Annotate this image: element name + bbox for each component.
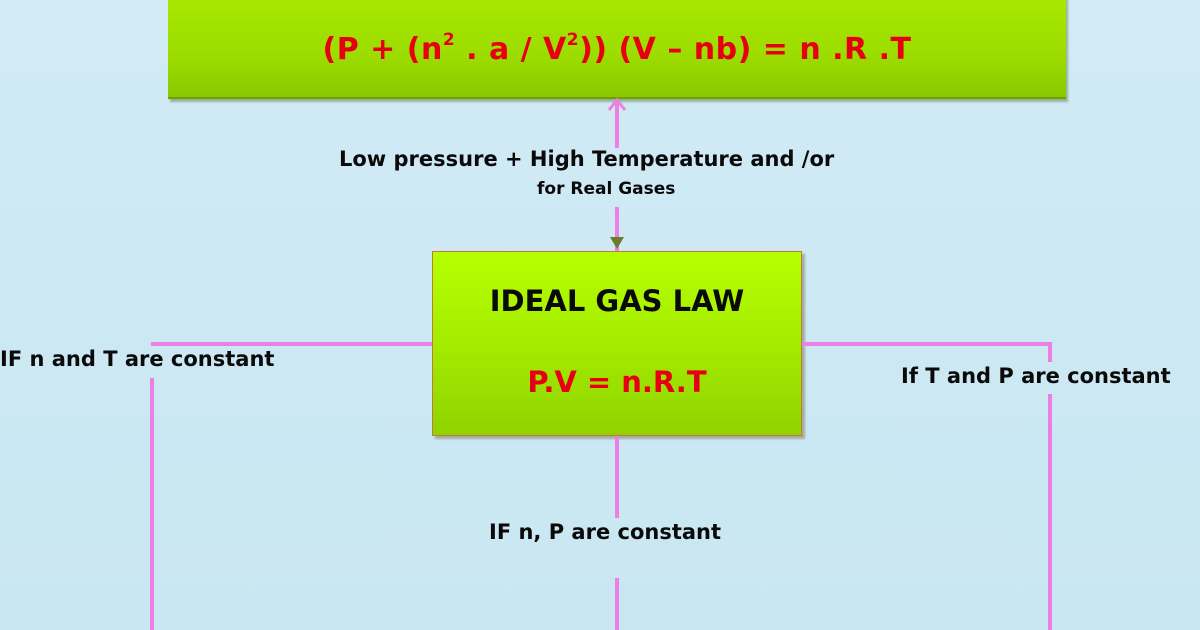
bottom-branch-vertical-lower	[615, 578, 619, 630]
left-branch-label: IF n and T are constant	[0, 347, 275, 371]
ideal-gas-law-title: IDEAL GAS LAW	[489, 284, 745, 318]
equation-part: )) (V – nb) = n .R .T	[579, 32, 912, 67]
van-der-waals-equation: (P + (n2 . a / V2)) (V – nb) = n .R .T	[168, 30, 1066, 67]
right-branch-vertical-upper	[1048, 342, 1052, 362]
real-gas-condition-label: Low pressure + High Temperature and /or	[339, 147, 835, 171]
right-branch-vertical-lower	[1048, 394, 1052, 630]
superscript: 2	[442, 30, 456, 50]
arrow-down-icon	[610, 237, 624, 249]
connector-top-upper	[615, 100, 619, 148]
superscript: 2	[566, 30, 580, 50]
equation-part: . a / V	[455, 32, 567, 67]
left-branch-vertical	[150, 378, 154, 630]
bottom-branch-vertical-upper	[615, 436, 619, 518]
real-gases-label: for Real Gases	[537, 179, 676, 199]
ideal-gas-law-box: IDEAL GAS LAW P.V = n.R.T	[432, 251, 802, 436]
equation-part: (P + (n	[322, 32, 443, 67]
bottom-branch-label: IF n, P are constant	[489, 520, 722, 544]
ideal-gas-law-equation: P.V = n.R.T	[527, 365, 707, 399]
right-branch-label: If T and P are constant	[901, 364, 1171, 388]
van-der-waals-box: (P + (n2 . a / V2)) (V – nb) = n .R .T	[168, 0, 1066, 99]
left-branch-horizontal	[151, 342, 432, 346]
right-branch-horizontal	[802, 342, 1052, 346]
connector-top-lower	[615, 207, 619, 251]
